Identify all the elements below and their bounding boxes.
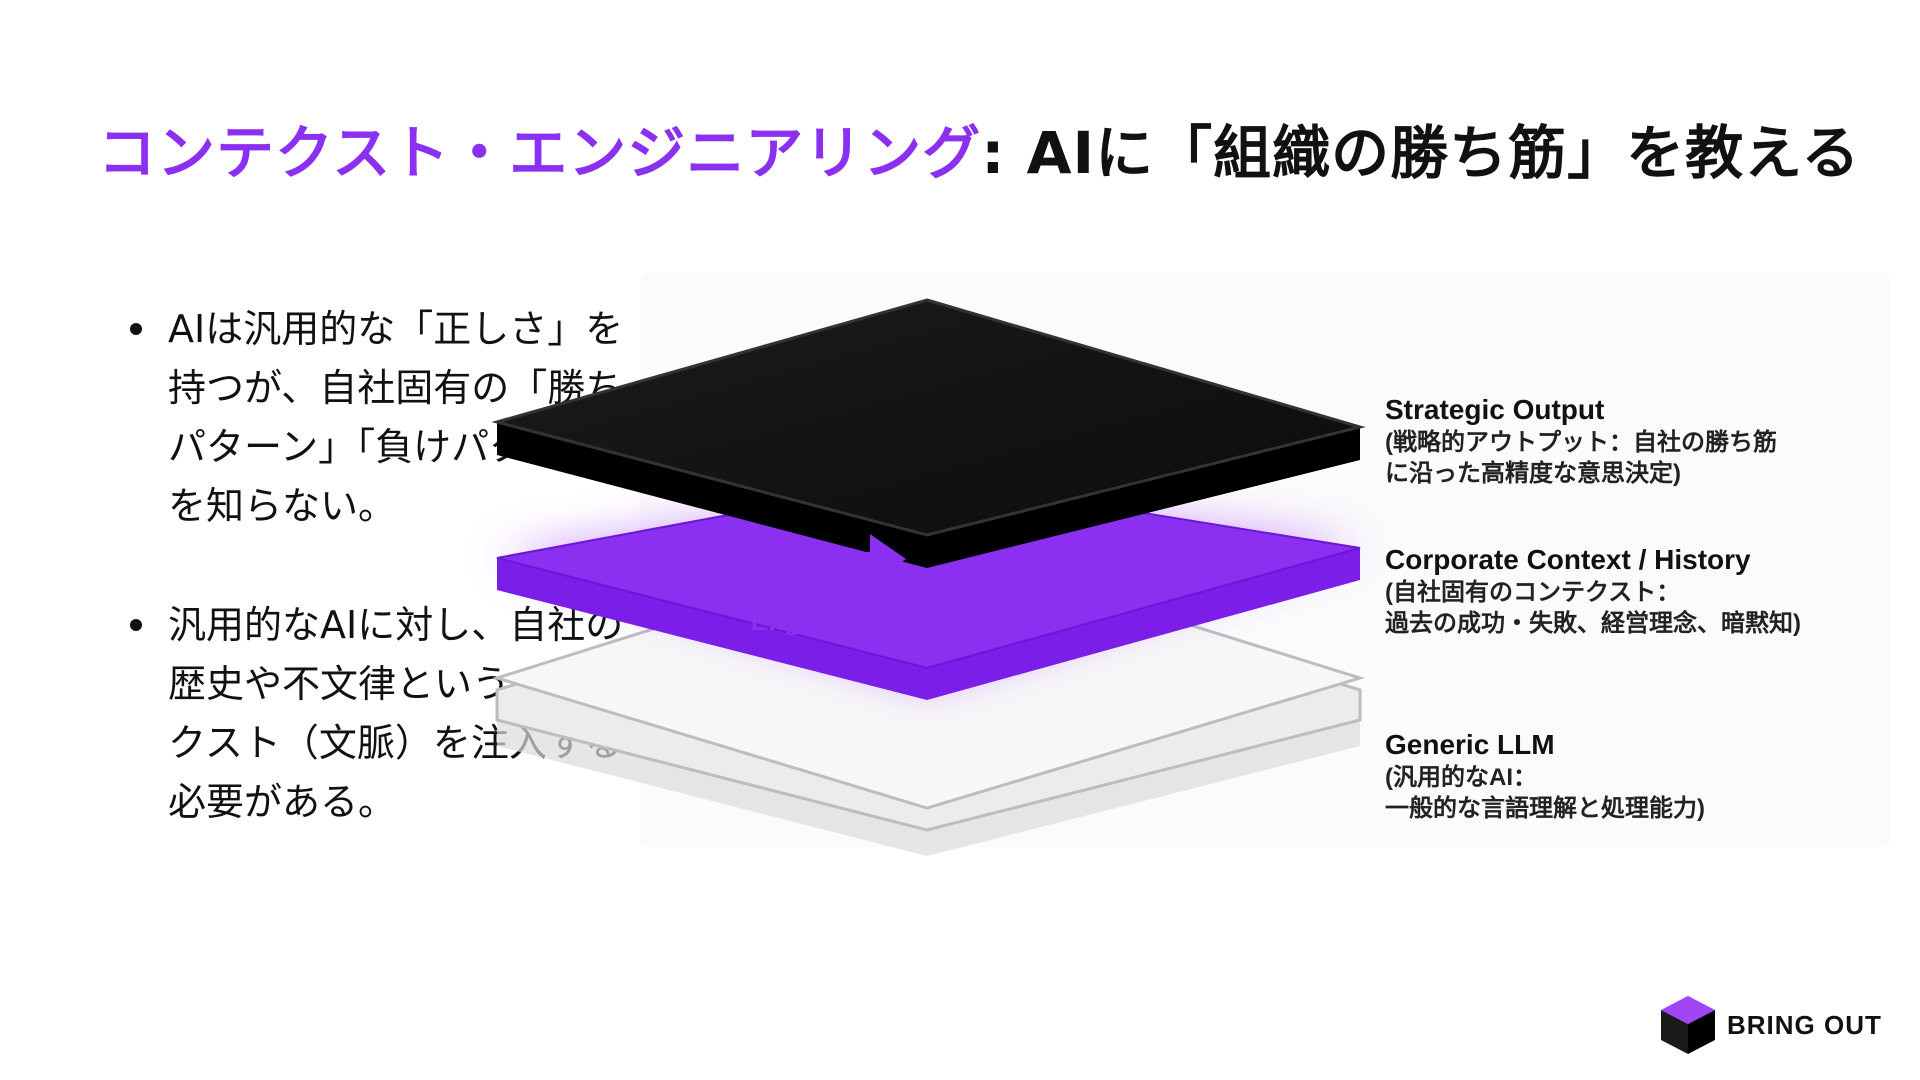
bullet-line: を知らない。 — [168, 484, 397, 528]
corporate-context-layer — [496, 476, 1361, 700]
bullet-line: AIは汎用的な「正しさ」を — [168, 307, 624, 351]
title-rest: : AIに「組織の勝ち筋」を教える — [981, 119, 1861, 187]
label-corporate-context: Corporate Context / History (自社固有のコンテクスト… — [1385, 544, 1801, 637]
bullet-line: 汎用的なAIに対し、自社の — [168, 603, 624, 647]
arrow-right-icon — [766, 534, 906, 584]
brand-name: BRING OUT — [1727, 1010, 1882, 1040]
bullet-dot-icon — [130, 619, 142, 631]
strategic-output-layer — [491, 298, 1366, 568]
brand-logo: BRING OUT — [1657, 992, 1897, 1058]
bullet-list: AIは汎用的な「正しさ」を 持つが、自社固有の「勝ち パターン」「負けパターン」… — [130, 300, 690, 832]
slide-title: コンテクスト・エンジニアリング: AIに「組織の勝ち筋」を教える — [98, 106, 1861, 190]
bullet-line: 持つが、自社固有の「勝ち — [168, 366, 624, 410]
label-generic-llm: Generic LLM (汎用的なAI： 一般的な言語理解と処理能力) — [1385, 729, 1705, 822]
bullet-line: 必要がある。 — [168, 780, 397, 824]
bullet-dot-icon — [130, 323, 142, 335]
context-engineering-label: Context Engineering — [750, 577, 902, 636]
cube-logo-icon — [1661, 996, 1715, 1054]
label-strategic-output: Strategic Output (戦略的アウトプット：自社の勝ち筋 に沿った高… — [1385, 394, 1777, 487]
title-accent: コンテクスト・エンジニアリング — [98, 119, 982, 187]
